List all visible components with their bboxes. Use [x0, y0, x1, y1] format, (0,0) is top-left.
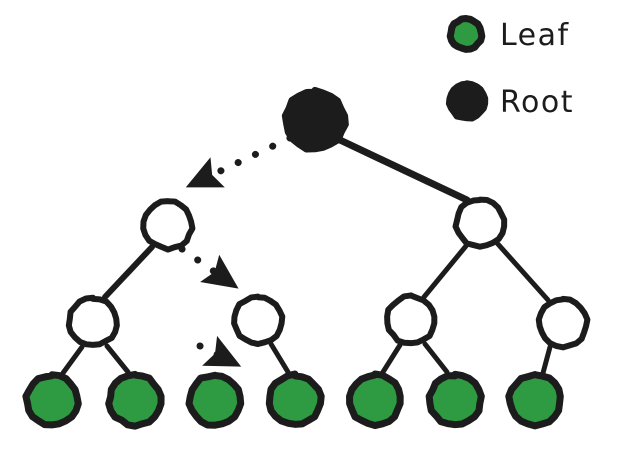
tree-edge — [422, 341, 450, 375]
tree-node-internal[interactable] — [65, 294, 120, 348]
edges-layer — [60, 136, 553, 376]
legend-swatch-root-icon — [445, 80, 489, 122]
tree-node-leaf[interactable] — [346, 370, 404, 430]
tree-node-internal[interactable] — [140, 198, 196, 253]
legend-swatch-leaf-icon — [446, 14, 486, 53]
legend-label-root: Root — [500, 85, 574, 120]
traversal-arrow — [185, 134, 294, 188]
tree-edge — [268, 341, 291, 375]
tree-node-root[interactable] — [281, 86, 349, 153]
tree-edge — [104, 343, 131, 375]
tree-node-leaf[interactable] — [265, 370, 325, 428]
tree-node-leaf[interactable] — [185, 371, 245, 429]
tree-node-internal[interactable] — [535, 295, 591, 351]
traversal-arrow — [196, 335, 242, 367]
tree-edge — [102, 244, 155, 300]
tree-edge — [421, 243, 469, 300]
tree-edge — [380, 342, 403, 375]
tree-node-leaf[interactable] — [425, 370, 485, 429]
legend-item-root: Root — [445, 80, 574, 122]
tree-edge — [540, 344, 553, 376]
tree-edge — [336, 136, 471, 204]
tree-edge — [60, 344, 85, 376]
legend-label-leaf: Leaf — [500, 18, 570, 53]
tree-node-internal[interactable] — [384, 292, 438, 347]
tree-node-leaf[interactable] — [505, 371, 564, 430]
legend-item-leaf: Leaf — [446, 14, 570, 53]
tree-node-leaf[interactable] — [105, 370, 165, 430]
nodes-layer — [22, 86, 591, 430]
tree-node-leaf[interactable] — [22, 371, 82, 429]
tree-edge — [494, 240, 551, 303]
traversal-arrow — [178, 245, 239, 289]
tree-node-internal[interactable] — [452, 196, 508, 250]
traversal-arrows-layer — [178, 134, 294, 367]
tree-node-internal[interactable] — [231, 293, 286, 348]
